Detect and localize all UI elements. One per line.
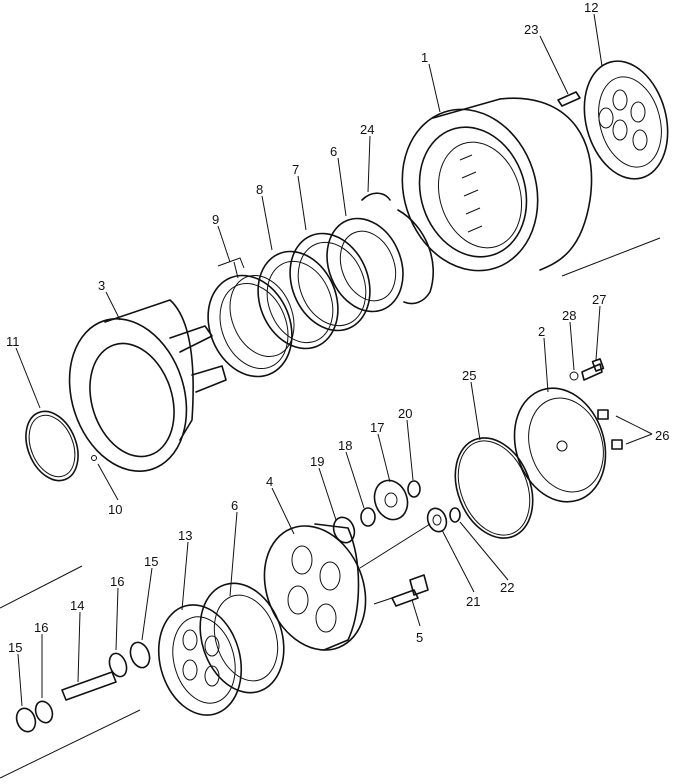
part-15-bearing-right: [129, 641, 151, 669]
part-23-pin: [557, 91, 581, 107]
callout-15-right: 15: [144, 554, 158, 569]
part-12-sprocket: [583, 60, 669, 180]
part-6-bearing-lower: [199, 582, 285, 694]
callout-14: 14: [70, 598, 84, 613]
part-25-o-ring: [454, 437, 534, 539]
part-26-plugs: [597, 409, 623, 450]
part-21-gear: [426, 507, 448, 533]
callout-3: 3: [98, 278, 105, 293]
callout-20: 20: [398, 406, 412, 421]
part-17-gear: [373, 479, 409, 521]
callout-12: 12: [584, 0, 598, 15]
part-13-sprocket: [157, 604, 243, 716]
callout-25: 25: [462, 368, 476, 383]
callout-5: 5: [416, 630, 423, 645]
part-14-shaft: [61, 671, 117, 701]
part-28-washer: [569, 371, 579, 381]
part-16-race-left: [34, 700, 54, 724]
callout-11: 11: [6, 334, 20, 349]
part-8-seal-ring: [257, 250, 339, 350]
callout-27: 27: [592, 292, 606, 307]
callout-28: 28: [562, 308, 576, 323]
part-24-snap-ring: [361, 192, 434, 305]
callout-7: 7: [292, 162, 299, 177]
part-19-ring: [332, 516, 356, 544]
part-4-carrier: [263, 523, 367, 651]
part-27-bolt: [581, 358, 605, 381]
callout-labels: 1 2 3 4 5 6 6 7 8 9 10 11 12 13 14 15 15…: [6, 0, 669, 655]
callout-16-right: 16: [110, 574, 124, 589]
part-18-spacer: [360, 507, 376, 527]
part-1-drum-housing: [401, 97, 593, 272]
callout-1: 1: [421, 50, 428, 65]
callout-24: 24: [360, 122, 374, 137]
leader-lines: [15, 13, 653, 707]
part-22-ring: [449, 507, 461, 523]
callout-8: 8: [256, 182, 263, 197]
part-10-plug: [91, 455, 97, 461]
assembly-guide-lines: [0, 237, 661, 779]
callout-16-left: 16: [34, 620, 48, 635]
callout-22: 22: [500, 580, 514, 595]
callout-23: 23: [524, 22, 538, 37]
callout-26: 26: [655, 428, 669, 443]
callout-6-lower: 6: [231, 498, 238, 513]
part-20-ring: [407, 480, 421, 498]
part-3-hub: [68, 299, 227, 472]
callout-17: 17: [370, 420, 384, 435]
callout-15-left: 15: [8, 640, 22, 655]
part-7-seal-ring: [289, 232, 371, 332]
part-15-bearing-left: [15, 707, 37, 733]
callout-18: 18: [338, 438, 352, 453]
part-11-o-ring: [25, 410, 79, 482]
callout-19: 19: [310, 454, 324, 469]
part-9-floating-seal-set: [207, 257, 295, 378]
callout-2: 2: [538, 324, 545, 339]
callout-13: 13: [178, 528, 192, 543]
part-16-race-right: [108, 652, 128, 678]
callout-21: 21: [466, 594, 480, 609]
callout-4: 4: [266, 474, 273, 489]
part-5-bolt: [391, 574, 429, 607]
part-6-bearing-upper: [326, 217, 404, 313]
callout-6-upper: 6: [330, 144, 337, 159]
part-2-cover: [513, 387, 607, 503]
callout-10: 10: [108, 502, 122, 517]
callout-9: 9: [212, 212, 219, 227]
